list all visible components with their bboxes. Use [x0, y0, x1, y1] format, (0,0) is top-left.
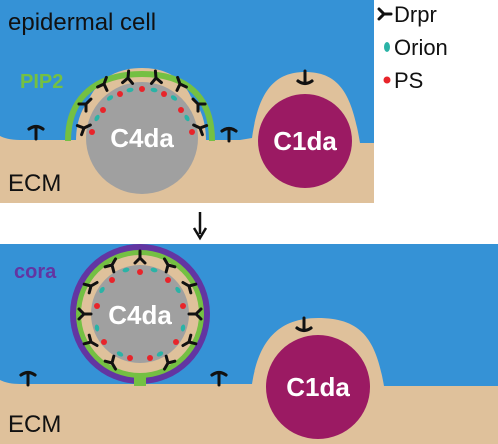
pip2-label: PIP2	[20, 71, 63, 93]
bottom-ecm-label: ECM	[8, 411, 61, 438]
pip2-membrane	[65, 70, 215, 142]
top-ecm-label: ECM	[8, 170, 61, 197]
legend-orion-label: Orion	[394, 35, 448, 60]
top-ps-cluster	[89, 86, 195, 135]
top-c1da-neuron	[258, 94, 352, 188]
top-epidermal-cell	[0, 0, 374, 143]
bottom-panel: cora ECM C4da C1da	[0, 244, 498, 444]
legend-ps-label: PS	[394, 68, 423, 93]
top-c4da-neuron	[86, 82, 198, 194]
legend-drpr-icon	[377, 7, 393, 21]
legend-ps-icon	[383, 76, 391, 84]
top-orion-cluster	[94, 87, 190, 122]
top-c1da-label: C1da	[273, 126, 337, 156]
top-c4da-label: C4da	[110, 123, 174, 153]
bottom-c1da-label: C1da	[286, 372, 350, 402]
bottom-orion-cluster	[94, 267, 186, 357]
bottom-ps-cluster	[94, 269, 186, 361]
legend-orion-icon	[384, 42, 390, 52]
cora-label: cora	[14, 261, 57, 283]
down-arrow-icon	[192, 212, 208, 241]
legend-drpr-label: Drpr	[394, 2, 437, 27]
bottom-c4da-neuron	[91, 265, 189, 363]
bottom-c1da-neuron	[266, 335, 370, 439]
legend-background	[374, 0, 498, 203]
legend: Drpr Orion PS	[377, 2, 448, 93]
bottom-c4da-label: C4da	[108, 300, 172, 330]
epidermal-cell-label: epidermal cell	[8, 9, 156, 36]
